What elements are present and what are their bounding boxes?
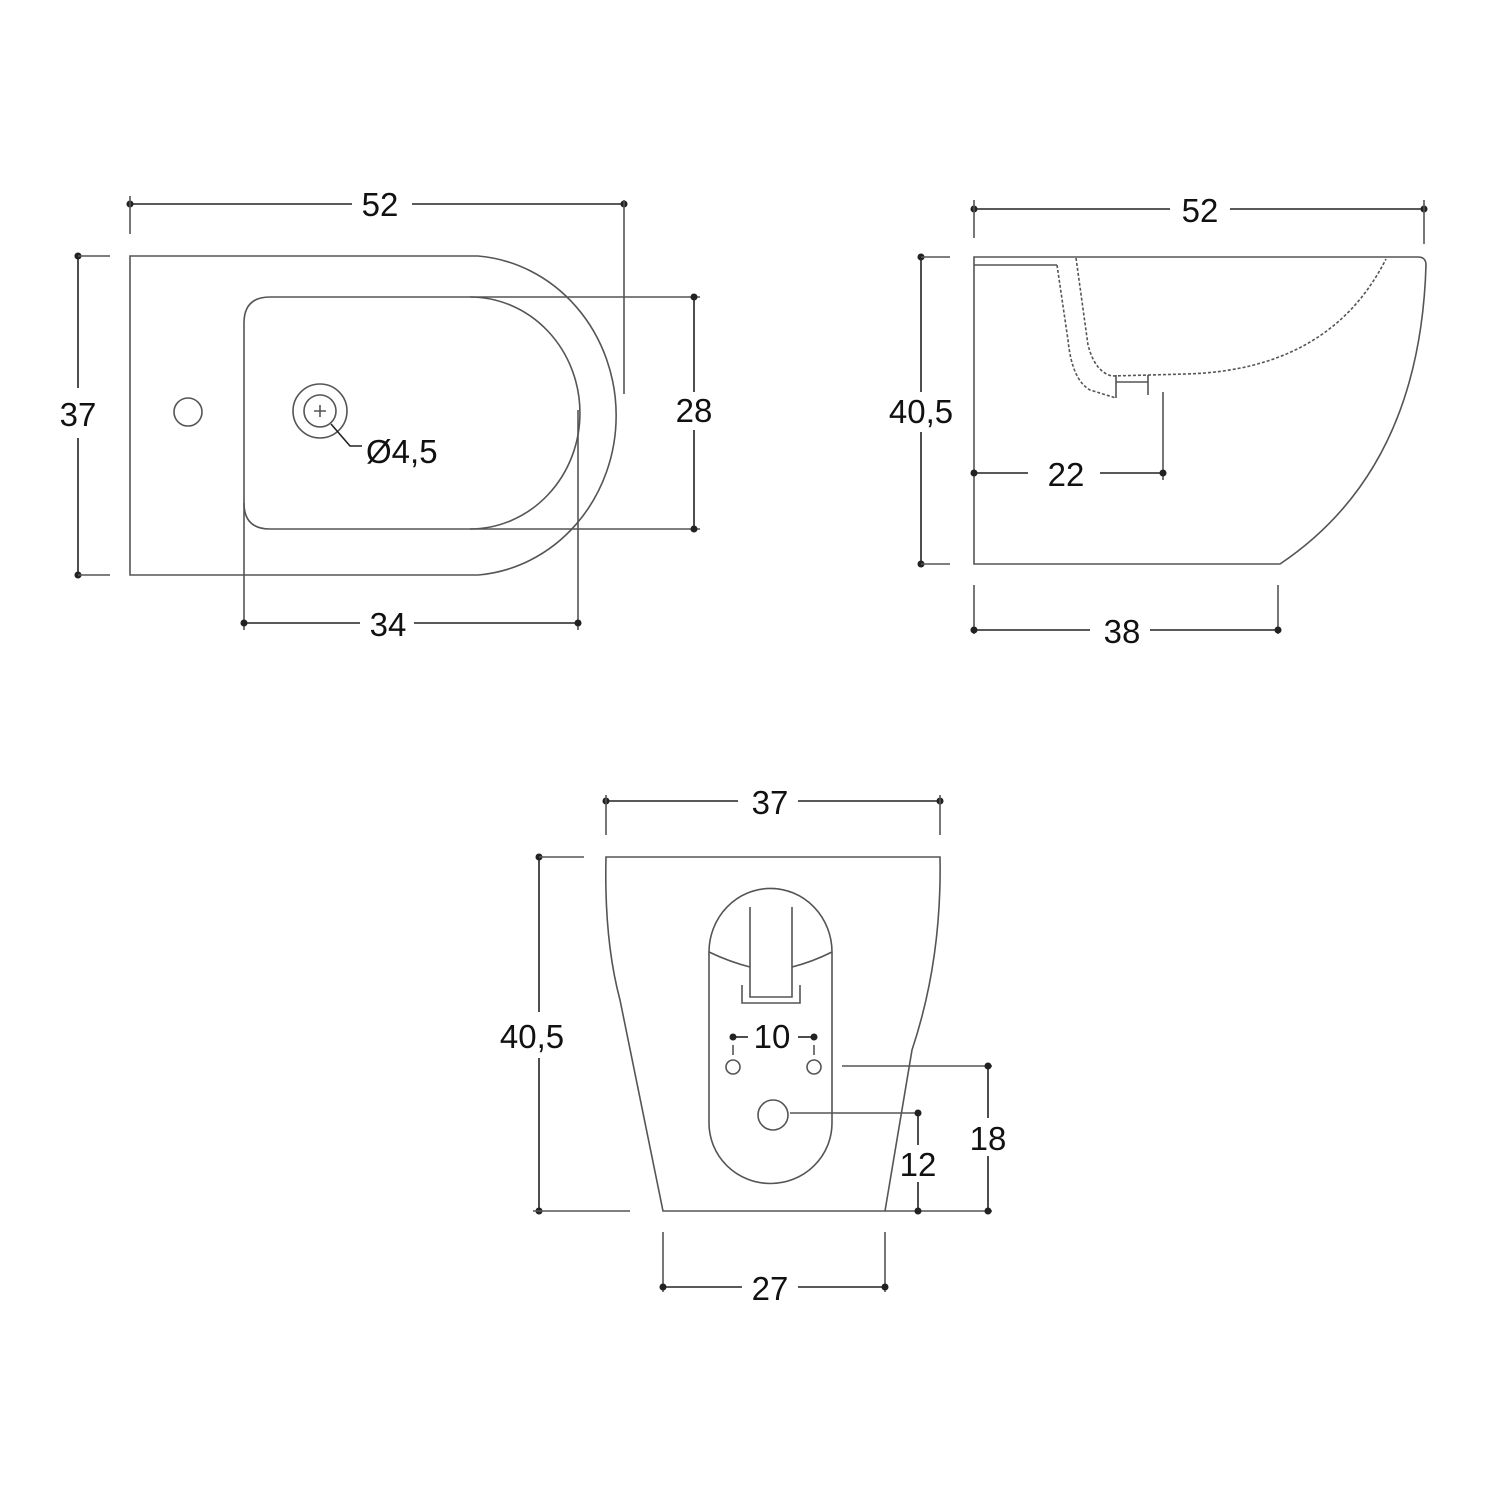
rear-plate: [708, 887, 833, 1185]
basin-outline: [243, 296, 581, 530]
side-outline: [973, 256, 1427, 565]
dim-side-height: 40,5: [889, 393, 953, 430]
dim-base-width: 27: [752, 1270, 789, 1307]
dim-base-length: 38: [1104, 613, 1141, 650]
bowl-inner: [1075, 257, 1387, 377]
dim-bolt-height: 18: [970, 1120, 1007, 1157]
rear-view: 10 37 40,5 18 12 27: [500, 784, 1006, 1307]
drain-hole: [757, 1099, 789, 1131]
dim-rear-width: 37: [752, 784, 789, 821]
bowl-outer: [1056, 264, 1117, 399]
top-view: 52 37 28 34 Ø4,5: [60, 186, 713, 643]
dim-rear-height: 40,5: [500, 1018, 564, 1055]
dim-top-depth: 37: [60, 396, 97, 433]
side-view: 52 40,5 22 38: [889, 192, 1428, 650]
top-outline: [129, 255, 617, 576]
overflow-hole: [173, 397, 203, 427]
tap-leader: [330, 423, 362, 447]
dim-side-length: 52: [1182, 192, 1219, 229]
dim-drain-height: 12: [900, 1146, 937, 1183]
rear-outline: [604, 856, 941, 1212]
dim-basin-depth: 28: [676, 392, 713, 429]
tap-hole-outer: [292, 383, 348, 439]
dim-drain-offset: 22: [1048, 456, 1085, 493]
dim-top-width: 52: [362, 186, 399, 223]
tap-hole-inner: [303, 394, 337, 428]
dim-bolt-spacing: 10: [754, 1018, 791, 1055]
tap-center-cross: [314, 405, 326, 417]
dim-basin-width: 34: [370, 606, 407, 643]
dim-tap-hole: Ø4,5: [366, 433, 438, 470]
